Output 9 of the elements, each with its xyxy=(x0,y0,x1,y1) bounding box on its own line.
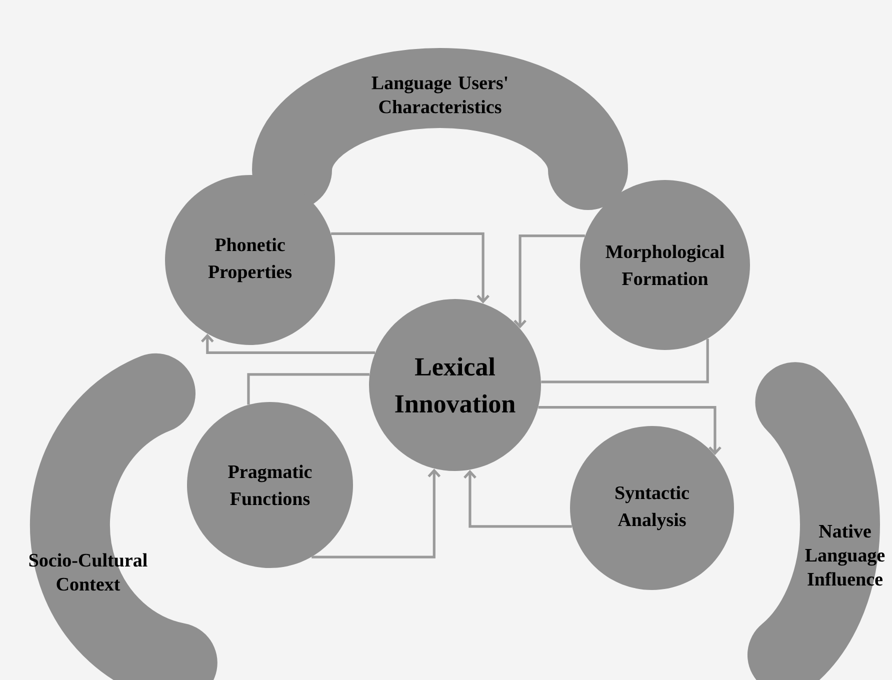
connector xyxy=(538,406,722,456)
connector xyxy=(541,338,709,384)
connector xyxy=(464,470,572,528)
connector xyxy=(331,232,490,304)
connector xyxy=(247,373,370,405)
curved-band: Language Users' Characteristics xyxy=(252,48,628,210)
connector xyxy=(312,468,441,558)
connector xyxy=(514,234,585,328)
connector xyxy=(200,334,376,354)
